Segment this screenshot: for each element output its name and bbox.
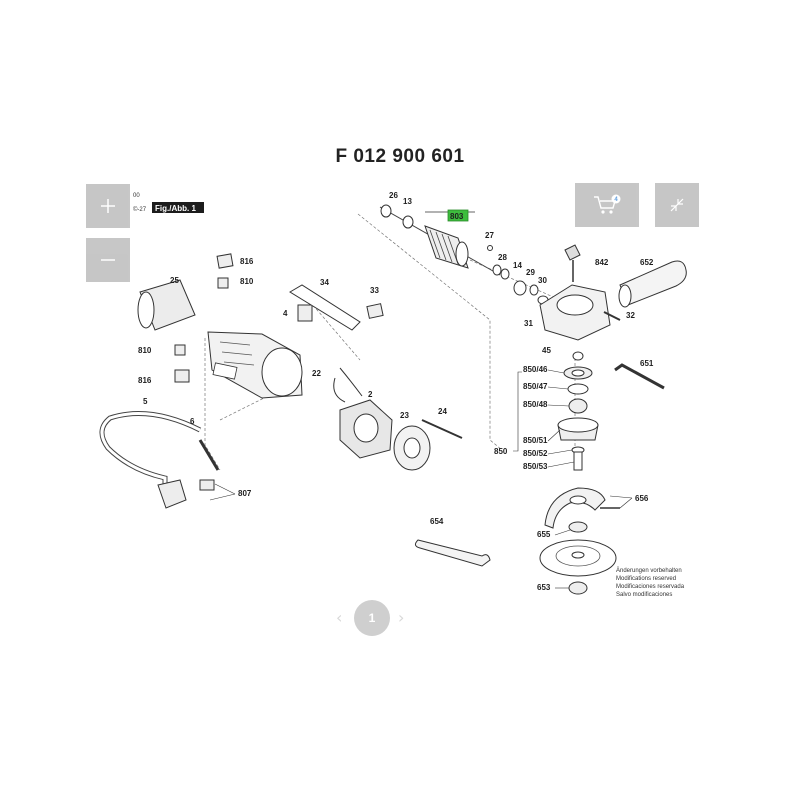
- part-label-803[interactable]: 803: [450, 212, 464, 221]
- power-cable-part: [99, 411, 220, 509]
- corner-text: 00: [133, 193, 140, 199]
- corner-text: ©-27: [133, 206, 147, 213]
- notice-line: Modificaciones reservada: [616, 584, 685, 590]
- part-label[interactable]: 810: [138, 346, 152, 355]
- side-handle-part: [603, 260, 687, 321]
- notice-line: Salvo modificaciones: [616, 592, 672, 598]
- page-number-button[interactable]: 1: [354, 600, 390, 636]
- bearing-parts: [487, 245, 549, 305]
- part-label[interactable]: 13: [403, 197, 412, 206]
- armature-part: [379, 204, 501, 276]
- part-label[interactable]: 26: [389, 191, 398, 200]
- part-label[interactable]: 27: [485, 231, 494, 240]
- part-label[interactable]: 810: [240, 277, 254, 286]
- field-coil-part: [333, 367, 393, 459]
- next-page-button[interactable]: ›: [398, 608, 405, 627]
- part-label[interactable]: 850/46: [523, 365, 548, 374]
- part-label[interactable]: 652: [640, 258, 654, 267]
- cart-count: 4: [614, 197, 618, 203]
- figure-label: Fig./Abb. 1: [155, 204, 196, 213]
- part-label[interactable]: 850/47: [523, 382, 548, 391]
- zoom-out-button[interactable]: [86, 238, 130, 282]
- part-label[interactable]: 842: [595, 258, 609, 267]
- collapse-button[interactable]: [655, 183, 699, 227]
- part-label[interactable]: 2: [368, 390, 373, 399]
- leader-lines: [209, 369, 633, 589]
- cart-icon: 4: [594, 194, 621, 214]
- part-label[interactable]: 816: [138, 376, 152, 385]
- pagination: ‹ 1 ›: [336, 600, 466, 636]
- part-label[interactable]: 656: [635, 494, 649, 503]
- page-title: F 012 900 601: [335, 146, 465, 167]
- part-label[interactable]: 850/52: [523, 449, 548, 458]
- notice-line: Änderungen vorbehalten: [616, 567, 682, 574]
- notice-line: Modifications reserved: [616, 576, 676, 582]
- part-label[interactable]: 655: [537, 530, 551, 539]
- part-label[interactable]: 28: [498, 253, 507, 262]
- gear-housing-part: [539, 244, 611, 341]
- spindle-parts: [557, 351, 599, 471]
- part-label[interactable]: 23: [400, 411, 409, 420]
- cart-button[interactable]: 4: [575, 183, 639, 227]
- bracket-part: [289, 284, 361, 331]
- part-label[interactable]: 4: [283, 309, 288, 318]
- prev-page-button[interactable]: ‹: [336, 608, 343, 627]
- part-label[interactable]: 14: [513, 261, 522, 270]
- minus-icon: [101, 259, 115, 261]
- part-label[interactable]: 850/53: [523, 462, 548, 471]
- part-label[interactable]: 29: [526, 268, 535, 277]
- part-label[interactable]: 32: [626, 311, 635, 320]
- part-label[interactable]: 653: [537, 583, 551, 592]
- part-label[interactable]: 45: [542, 346, 551, 355]
- part-label[interactable]: 24: [438, 407, 447, 416]
- hex-key-part: [614, 363, 665, 390]
- brush-parts: [174, 253, 384, 383]
- figure-label-box: [152, 202, 204, 213]
- spanner-part: [414, 539, 491, 567]
- housing-cap-part: [137, 279, 196, 331]
- part-label[interactable]: 654: [430, 517, 444, 526]
- part-label[interactable]: 850/51: [523, 436, 548, 445]
- part-label[interactable]: 816: [240, 257, 254, 266]
- zoom-in-button[interactable]: [86, 184, 130, 228]
- part-label[interactable]: 34: [320, 278, 329, 287]
- collapse-arrows-icon: [670, 198, 684, 212]
- part-label[interactable]: 33: [370, 286, 379, 295]
- part-label[interactable]: 6: [190, 417, 195, 426]
- fan-part: [393, 425, 431, 471]
- part-label[interactable]: 5: [143, 397, 148, 406]
- wheel-guard-part: [544, 487, 620, 529]
- plus-icon: [101, 199, 115, 213]
- motor-housing-part: [207, 331, 303, 399]
- grinding-wheel-part: [539, 521, 617, 595]
- part-label[interactable]: 651: [640, 359, 654, 368]
- part-label[interactable]: 807: [238, 489, 252, 498]
- part-label[interactable]: 25: [170, 276, 179, 285]
- part-label[interactable]: 31: [524, 319, 533, 328]
- part-label[interactable]: 22: [312, 369, 321, 378]
- screw-part: [421, 419, 463, 439]
- part-label[interactable]: 30: [538, 276, 547, 285]
- part-label[interactable]: 850/48: [523, 400, 548, 409]
- part-label[interactable]: 850: [494, 447, 508, 456]
- highlight-803[interactable]: [447, 209, 469, 222]
